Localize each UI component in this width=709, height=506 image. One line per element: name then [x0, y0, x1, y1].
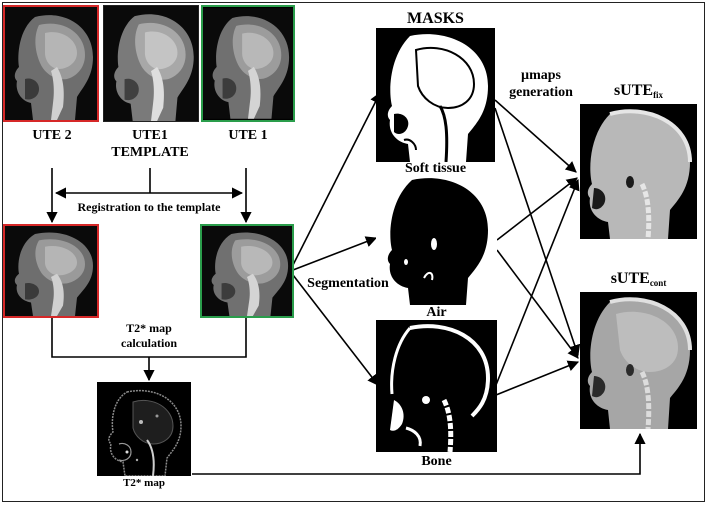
- soft-to-fix: [494, 99, 577, 173]
- bone-label: Bone: [421, 454, 452, 469]
- sute-fix-main: sUTE: [613, 82, 654, 99]
- air-to-cont: [496, 249, 579, 359]
- ute1-template-label-line2: TEMPLATE: [111, 145, 189, 160]
- segmentation-label: Segmentation: [307, 276, 389, 291]
- ute1-registered-image: [200, 224, 294, 318]
- umaps-label-line1: µmaps: [521, 68, 561, 83]
- sute-fix-image: [580, 104, 697, 239]
- sute-umap-icon: [580, 292, 697, 429]
- air-to-fix: [496, 177, 578, 241]
- sute-cont-title: sUTEcont: [580, 270, 697, 288]
- t2-calc-label-line2: calculation: [121, 336, 177, 350]
- sute-cont-image: [580, 292, 697, 429]
- t2-map-icon: [97, 382, 191, 476]
- head-sagittal-mri-icon: [5, 7, 97, 120]
- head-sagittal-mri-icon: [202, 226, 292, 316]
- ute1-label: UTE 1: [228, 128, 268, 143]
- air-mask-image: [376, 174, 497, 305]
- sute-cont-main: sUTE: [610, 270, 650, 287]
- figure-frame: [2, 2, 705, 502]
- arrow-to-bone: [292, 274, 379, 386]
- soft-tissue-mask-icon: [376, 28, 495, 162]
- soft-tissue-label: Soft tissue: [404, 161, 467, 176]
- head-sagittal-mri-icon: [203, 8, 293, 119]
- umaps-label-line2: generation: [509, 85, 573, 100]
- registration-label: Registration to the template: [77, 200, 221, 214]
- ute2-registered-image: [3, 224, 99, 318]
- ute2-image: [3, 5, 99, 122]
- sute-umap-icon: [580, 104, 697, 239]
- bone-to-cont: [495, 360, 580, 396]
- sute-cont-sub: cont: [649, 278, 667, 288]
- ute2-label: UTE 2: [32, 128, 72, 143]
- t2map-to-cont: [192, 432, 646, 475]
- ute1-template-image: [103, 5, 199, 122]
- soft-tissue-mask-image: [376, 28, 495, 162]
- head-sagittal-mri-icon: [104, 6, 198, 121]
- t2-map-label: T2* map: [123, 477, 165, 489]
- bone-mask-icon: [376, 320, 497, 452]
- masks-title: MASKS: [407, 10, 464, 27]
- ute1-template-label-line1: UTE1: [132, 128, 168, 143]
- ute1-image: [201, 5, 295, 122]
- t2-calc-label-line1: T2* map: [126, 321, 172, 335]
- bone-mask-image: [376, 320, 497, 452]
- head-sagittal-mri-icon: [5, 226, 97, 316]
- arrow-to-soft: [292, 92, 381, 266]
- sute-fix-title: sUTEfix: [580, 82, 697, 100]
- soft-to-cont: [494, 107, 581, 357]
- bone-to-fix: [495, 178, 580, 386]
- arrow-to-air: [292, 236, 378, 271]
- air-label: Air: [426, 305, 447, 320]
- sute-fix-sub: fix: [653, 90, 664, 100]
- t2-map-image: [97, 382, 191, 476]
- air-mask-icon: [376, 174, 497, 305]
